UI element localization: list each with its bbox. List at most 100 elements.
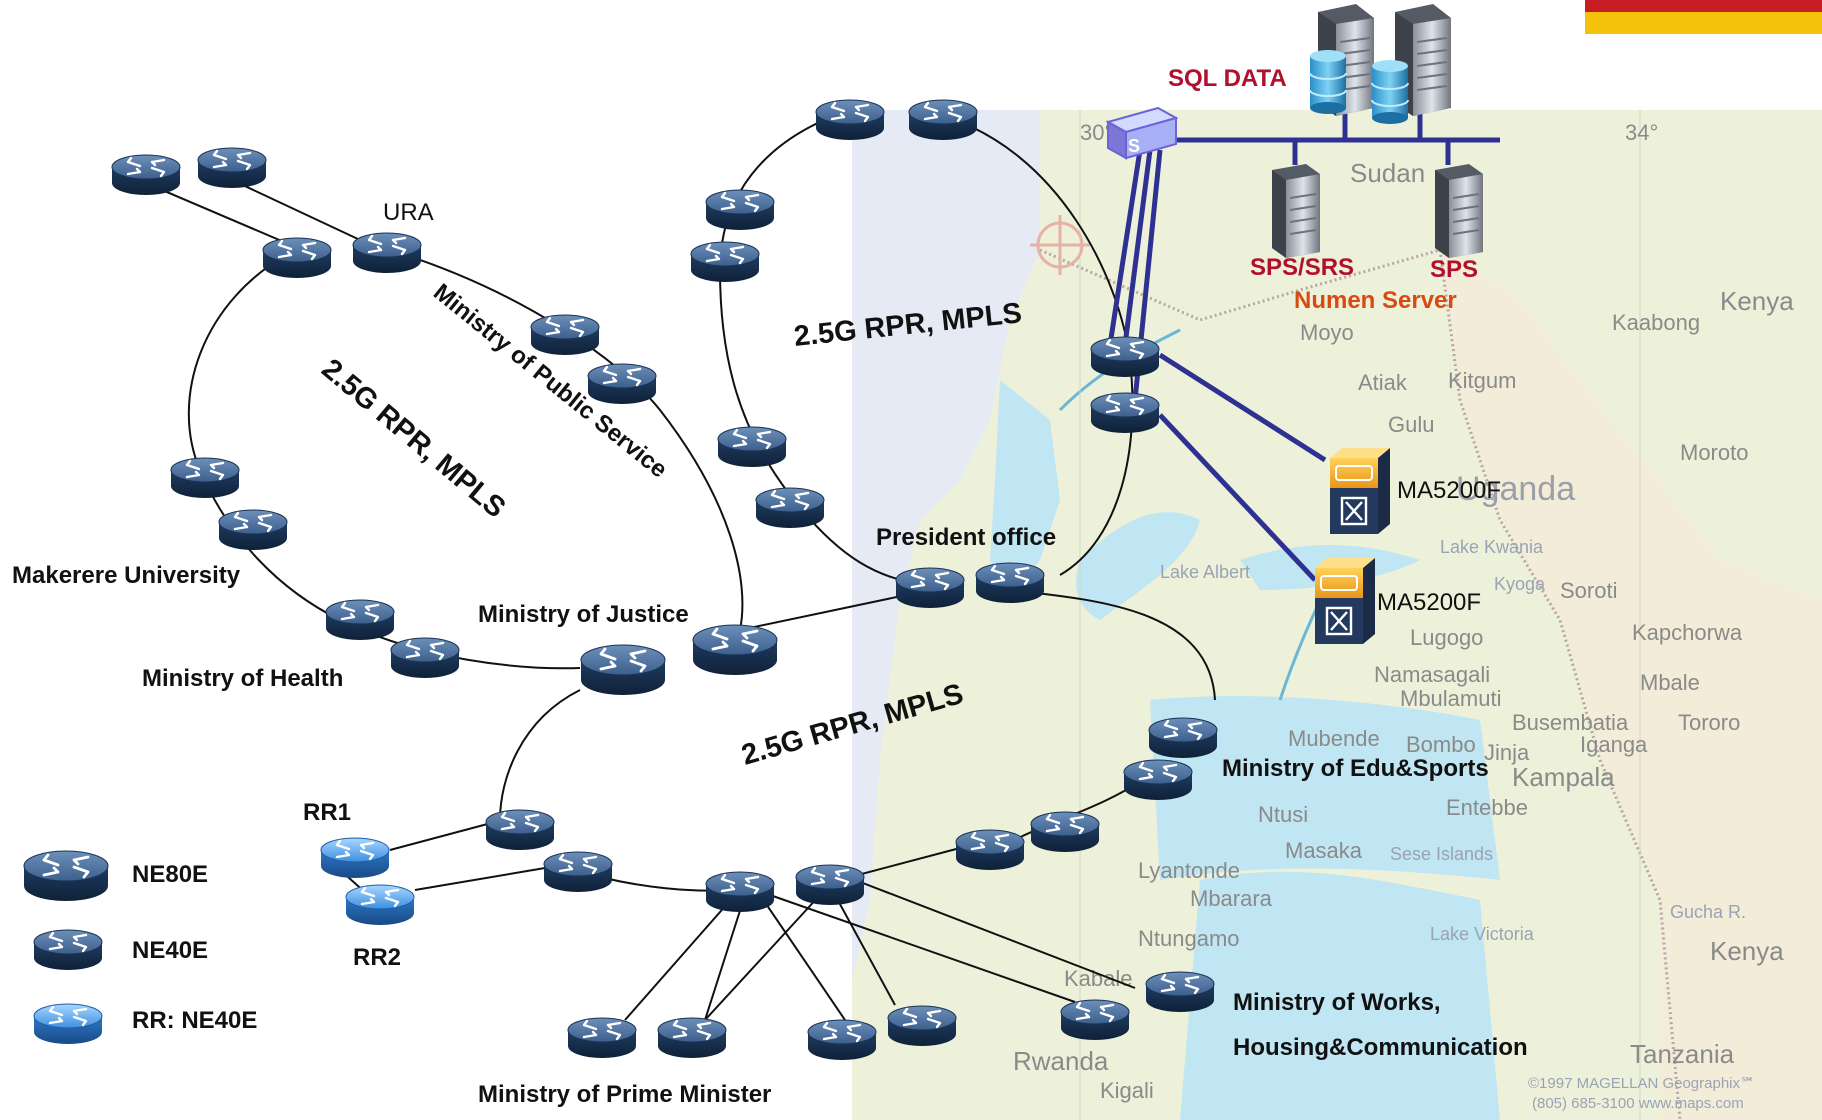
ma5200f-2-icon — [1313, 556, 1377, 646]
map-label-mbulamuti: Mbulamuti — [1400, 686, 1501, 711]
map-label-kyoga: Kyoga — [1494, 574, 1546, 594]
map-label-iganga: Iganga — [1580, 732, 1648, 757]
router-justice-ne80e-2 — [691, 623, 779, 677]
sps-srs-server-icon — [1271, 163, 1321, 259]
server-farm: S — [1105, 3, 1484, 646]
access-label-ma5200f-1: MA5200F — [1397, 477, 1501, 504]
map-label-kitgum: Kitgum — [1448, 368, 1516, 393]
router-public-service-1 — [529, 313, 601, 357]
legend-rr-label: RR: NE40E — [132, 1007, 257, 1034]
map-label-tororo: Tororo — [1678, 710, 1740, 735]
map-label-lake-kwania: Lake Kwania — [1440, 537, 1544, 557]
site-label-edu-sports: Ministry of Edu&Sports — [1222, 755, 1489, 782]
map-label-gucha: Gucha R. — [1670, 902, 1746, 922]
legend-ne80e-icon — [22, 849, 110, 903]
router-health-1 — [217, 508, 289, 552]
map-label-sudan: Sudan — [1350, 158, 1425, 188]
legend: NE80E NE40E RR: NE40E — [22, 849, 257, 1046]
site-label-prime-minister: Ministry of Prime Minister — [478, 1081, 771, 1108]
map-label-lyantonde: Lyantonde — [1138, 858, 1240, 883]
router-upper-2 — [907, 98, 979, 142]
site-label-rr1: RR1 — [303, 799, 351, 826]
router-makerere — [169, 456, 241, 500]
map-label-kenya-north: Kenya — [1720, 286, 1794, 316]
legend-rr-icon — [32, 1002, 104, 1046]
router-rr2 — [344, 883, 416, 927]
database-1-icon — [1309, 49, 1347, 115]
router-upper-6 — [754, 486, 826, 530]
site-label-health: Ministry of Health — [142, 665, 343, 692]
access-label-ma5200f-2: MA5200F — [1377, 589, 1481, 616]
router-edu-3 — [1029, 810, 1101, 854]
router-rr1 — [319, 836, 391, 880]
router-president-1 — [894, 566, 966, 610]
legend-ne40e-label: NE40E — [132, 937, 208, 964]
map-label-namasagali: Namasagali — [1374, 662, 1490, 687]
site-label-works-line2: Housing&Communication — [1233, 1034, 1528, 1061]
map-label-deg34: 34° — [1625, 120, 1658, 145]
site-label-president: President office — [876, 524, 1056, 551]
map-label-moroto: Moroto — [1680, 440, 1748, 465]
map-label-entebbe: Entebbe — [1446, 795, 1528, 820]
map-label-mbarara: Mbarara — [1190, 886, 1273, 911]
router-edu-2 — [1122, 758, 1194, 802]
switch-glyph: S — [1128, 136, 1140, 156]
router-core-2 — [1089, 391, 1161, 435]
site-label-ura: URA — [383, 199, 434, 226]
router-health-3 — [389, 636, 461, 680]
router-core-1 — [1089, 335, 1161, 379]
legend-ne40e-icon — [32, 928, 104, 972]
server-label-numen: Numen Server — [1294, 287, 1457, 314]
ring-label-left: 2.5G RPR, MPLS — [316, 353, 512, 525]
map-label-busembatia: Busembatia — [1512, 710, 1629, 735]
router-pm-1 — [566, 1016, 638, 1060]
router-pm-hub-1 — [704, 870, 776, 914]
router-edu-4 — [954, 828, 1026, 872]
site-label-makerere: Makerere University — [12, 562, 241, 589]
router-ura-west-2 — [196, 146, 268, 190]
site-label-rr2: RR2 — [353, 944, 401, 971]
router-ura-1 — [261, 236, 333, 280]
map-label-gulu: Gulu — [1388, 412, 1434, 437]
map-label-mubende: Mubende — [1288, 726, 1380, 751]
switch-icon: S — [1105, 106, 1179, 160]
map-label-mbale: Mbale — [1640, 670, 1700, 695]
router-president-2 — [974, 561, 1046, 605]
router-upper-5 — [716, 425, 788, 469]
map-copyright-line1: ©1997 MAGELLAN Geographix℠ — [1528, 1075, 1755, 1092]
sps-server-icon — [1434, 163, 1484, 259]
database-2-icon — [1371, 59, 1409, 125]
map-label-kabale: Kabale — [1064, 966, 1133, 991]
map-label-lake-victoria: Lake Victoria — [1430, 924, 1535, 944]
map-label-lake-albert: Lake Albert — [1160, 562, 1250, 582]
map-label-ntungamo: Ntungamo — [1138, 926, 1240, 951]
router-works-1 — [1059, 998, 1131, 1042]
router-works-2 — [1144, 970, 1216, 1014]
site-label-works-line1: Ministry of Works, — [1233, 989, 1441, 1016]
site-label-justice: Ministry of Justice — [478, 601, 689, 628]
map-copyright-line2: (805) 685-3100 www.maps.com — [1532, 1095, 1744, 1112]
router-justice-ne80e-1 — [579, 643, 667, 697]
ma5200f-1-icon — [1328, 446, 1392, 536]
corner-banner — [1585, 0, 1822, 34]
router-pm-2 — [656, 1016, 728, 1060]
map-label-kampala: Kampala — [1512, 762, 1615, 792]
router-ura-west-1 — [110, 153, 182, 197]
server-label-sps-srs: SPS/SRS — [1250, 254, 1354, 281]
router-edu-1 — [1147, 716, 1219, 760]
router-rr-side-2 — [542, 850, 614, 894]
router-public-service-2 — [586, 362, 658, 406]
map-label-uganda: Uganda — [1456, 470, 1575, 508]
map-label-atiak: Atiak — [1358, 370, 1408, 395]
server-label-sql-data: SQL DATA — [1168, 65, 1287, 92]
router-rr-side-1 — [484, 808, 556, 852]
map-label-kenya-south: Kenya — [1710, 936, 1784, 966]
server-label-sps: SPS — [1430, 256, 1478, 283]
map-label-jinja: Jinja — [1484, 740, 1530, 765]
router-pm-hub-2 — [794, 863, 866, 907]
uganda-map: 30° 34° Sudan Kenya Kenya Tanzania Rwand… — [852, 110, 1822, 1120]
map-label-soroti: Soroti — [1560, 578, 1617, 603]
map-label-masaka: Masaka — [1285, 838, 1363, 863]
map-label-bombo: Bombo — [1406, 732, 1476, 757]
